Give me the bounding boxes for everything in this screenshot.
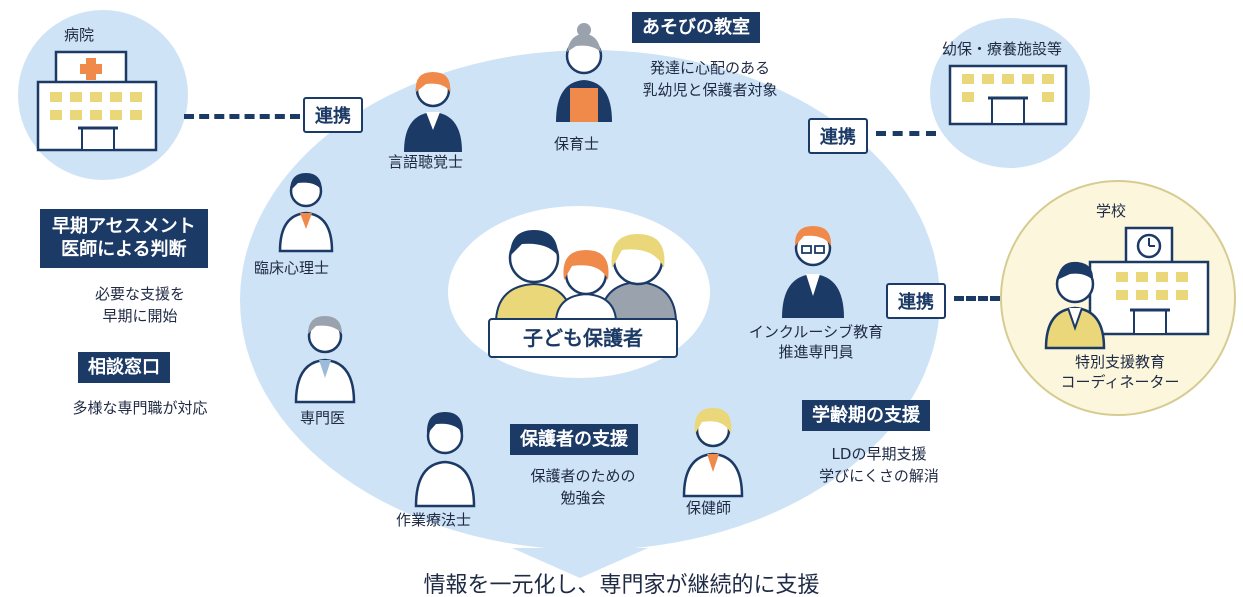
- hospital-link-line: [184, 114, 300, 119]
- inclusive-promoter-line-1: インクルーシブ教育: [748, 323, 884, 341]
- speech-therapist-label: 言語聴覚士: [388, 153, 464, 171]
- guardian-support-description: 保護者のための 勉強会: [498, 466, 668, 510]
- children-guardians-label: 子ども保護者: [488, 318, 678, 358]
- coordinator-line-1: 特別支援教育: [1074, 353, 1165, 371]
- early-support-line-1: 必要な支援を: [94, 285, 185, 303]
- school-link-line: [954, 296, 1000, 301]
- play-room-desc-line-2: 乳幼児と保護者対象: [642, 80, 778, 99]
- inclusive-promoter-line-2: 推進専門員: [778, 343, 854, 362]
- play-room-description: 発達に心配のある 乳幼児と保護者対象: [620, 58, 800, 102]
- consultation-badge: 相談窓口: [78, 352, 170, 384]
- specialist-doctor-label: 専門医: [300, 409, 346, 427]
- school-building-icon: [1088, 226, 1210, 336]
- inclusive-promoter-label: インクルーシブ教育 推進専門員: [736, 322, 896, 363]
- clinical-psychologist-label: 臨床心理士: [254, 259, 330, 277]
- school-age-support-description: LDの早期支援 学びにくさの解消: [794, 444, 964, 488]
- school-link-badge: 連携: [886, 283, 946, 319]
- bottom-caption: 情報を一元化し、専門家が継続的に支援: [423, 573, 820, 597]
- early-assessment-line-1: 早期アセスメント: [52, 216, 196, 237]
- hospital-label: 病院: [64, 26, 95, 44]
- nursery-teacher-figure-icon: [556, 23, 612, 122]
- coordinator-line-2: コーディネーター: [1060, 373, 1180, 392]
- inclusive-promoter-figure-icon: [782, 226, 844, 318]
- nursery-link-badge: 連携: [808, 118, 868, 154]
- caption-pointer: [512, 548, 648, 578]
- early-support-line-2: 早期に開始: [102, 306, 178, 325]
- nursery-link-line: [876, 131, 936, 136]
- guardian-support-badge: 保護者の支援: [510, 424, 638, 456]
- nursery-teacher-label: 保育士: [554, 135, 600, 153]
- nursery-building-icon: [948, 64, 1068, 126]
- early-assessment-badge: 早期アセスメント 医師による判断: [40, 209, 208, 268]
- nursery-label: 幼保・療養施設等: [942, 40, 1063, 58]
- public-health-nurse-label: 保健師: [686, 499, 732, 517]
- specialist-doctor-figure-icon: [294, 316, 356, 404]
- school-label: 学校: [1096, 202, 1127, 220]
- special-needs-coordinator-label: 特別支援教育 コーディネーター: [1044, 352, 1196, 393]
- children-guardians-figure-icon: [494, 230, 678, 321]
- occupational-therapist-label: 作業療法士: [396, 511, 472, 529]
- play-room-badge: あそびの教室: [632, 12, 760, 44]
- hospital-link-badge: 連携: [303, 97, 363, 133]
- clinical-psychologist-figure-icon: [278, 173, 334, 253]
- guardian-desc-line-1: 保護者のための: [530, 467, 636, 485]
- speech-therapist-figure-icon: [404, 72, 462, 152]
- early-support-text: 必要な支援を 早期に開始: [50, 284, 230, 328]
- teacher-figure-icon: [1044, 261, 1106, 350]
- school-age-support-badge: 学齢期の支援: [802, 400, 930, 432]
- hospital-building-icon: [36, 50, 158, 152]
- consultation-description: 多様な専門職が対応: [72, 399, 208, 417]
- school-age-desc-line-2: 学びにくさの解消: [819, 466, 939, 485]
- school-age-desc-line-1: LDの早期支援: [831, 445, 927, 463]
- guardian-desc-line-2: 勉強会: [560, 488, 606, 507]
- occupational-therapist-figure-icon: [414, 412, 476, 508]
- early-assessment-line-2: 医師による判断: [61, 239, 187, 261]
- public-health-nurse-figure-icon: [682, 408, 744, 498]
- play-room-desc-line-1: 発達に心配のある: [649, 59, 770, 77]
